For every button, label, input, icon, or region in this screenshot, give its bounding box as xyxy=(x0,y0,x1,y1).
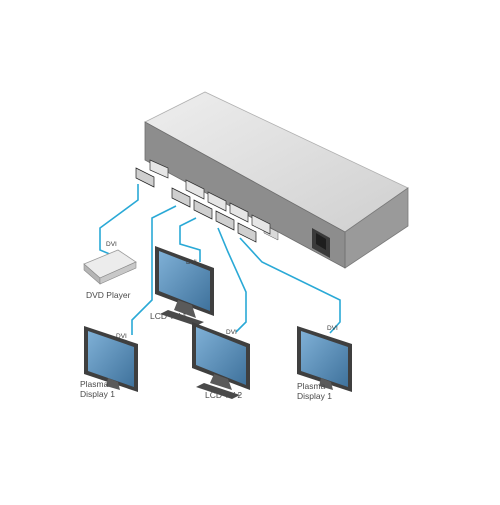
dvi-distribution-amplifier-icon xyxy=(144,91,409,269)
plasma-left-port-label: DVI xyxy=(116,333,127,340)
lcd-tv-2-label: LCD TV 2 xyxy=(205,390,243,400)
dvd-player-label: DVD Player xyxy=(86,290,131,300)
dvi-connector-icon xyxy=(193,191,227,220)
dvd-port-label: DVI xyxy=(106,241,117,248)
dvi-connector-icon xyxy=(215,202,249,231)
plasma-right-name-line1: Plasma xyxy=(297,381,326,391)
cable-dvd-input xyxy=(99,184,139,256)
lcd-tv-2-port-label: DVI xyxy=(226,329,237,336)
dvd-player-icon xyxy=(83,249,137,285)
cable-lcd-tv-2 xyxy=(217,227,247,333)
cable-plasma-left xyxy=(131,205,177,335)
dvi-connector-icon xyxy=(171,179,205,208)
lcd-tv-icon xyxy=(192,322,250,399)
cable-plasma-right xyxy=(239,237,341,334)
cables xyxy=(99,184,341,335)
plasma-left-name-line2: Display 1 xyxy=(80,389,115,399)
connector-group xyxy=(135,159,271,243)
plasma-right-name-line2: Display 1 xyxy=(297,391,332,401)
plasma-left-name-line1: Plasma xyxy=(80,379,109,389)
plasma-display-icon xyxy=(297,326,352,392)
lcd-tv-icon xyxy=(155,246,214,326)
dvi-connector-icon xyxy=(237,214,271,243)
cable-lcd-tv-1 xyxy=(179,217,201,262)
dvi-connector-icon xyxy=(135,159,169,188)
plasma-right-port-label: DVI xyxy=(327,325,338,332)
lcd-tv-1-label: LCD TV 1 xyxy=(150,311,188,321)
plasma-display-icon xyxy=(84,326,138,392)
lcd-tv-1-port-label: DVI xyxy=(186,259,197,266)
